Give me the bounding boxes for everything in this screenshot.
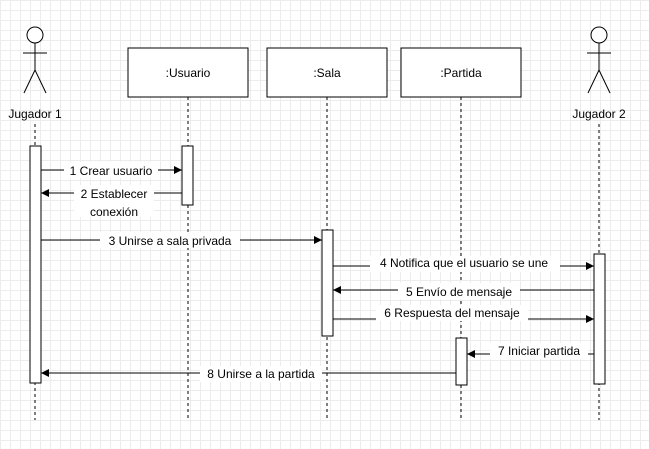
message-label-5: 5 Envío de mensaje (406, 285, 512, 299)
object-box-usuario[interactable] (127, 47, 249, 98)
actor-jugador-2[interactable] (587, 26, 611, 94)
actor-jugador-1[interactable] (23, 26, 47, 94)
message-label-1: 1 Crear usuario (70, 164, 153, 178)
object-label-partida: :Partida (440, 66, 482, 80)
message-label-2b: conexión (90, 205, 138, 219)
message-label-8: 8 Unirse a la partida (207, 367, 315, 381)
message-label-4: 4 Notifica que el usuario se une (380, 256, 548, 270)
activation-partida[interactable] (455, 337, 468, 386)
object-box-partida[interactable] (400, 47, 522, 98)
object-label-sala: :Sala (313, 66, 341, 80)
activation-sala[interactable] (321, 229, 334, 337)
message-label-2: 2 Establecer (81, 187, 148, 201)
activation-usuario[interactable] (181, 145, 194, 206)
activation-jugador-1[interactable] (29, 145, 42, 384)
object-label-usuario: :Usuario (166, 66, 211, 80)
message-label-7: 7 Iniciar partida (498, 344, 580, 358)
actor-label-jugador-1: Jugador 1 (8, 107, 62, 121)
object-box-sala[interactable] (266, 47, 388, 98)
actor-label-jugador-2: Jugador 2 (572, 107, 626, 121)
actor-head (26, 26, 44, 44)
activation-jugador-2[interactable] (593, 253, 606, 385)
actor-head (590, 26, 608, 44)
message-label-3: 3 Unirse a sala privada (109, 234, 232, 248)
message-label-6: 6 Respuesta del mensaje (384, 306, 520, 320)
